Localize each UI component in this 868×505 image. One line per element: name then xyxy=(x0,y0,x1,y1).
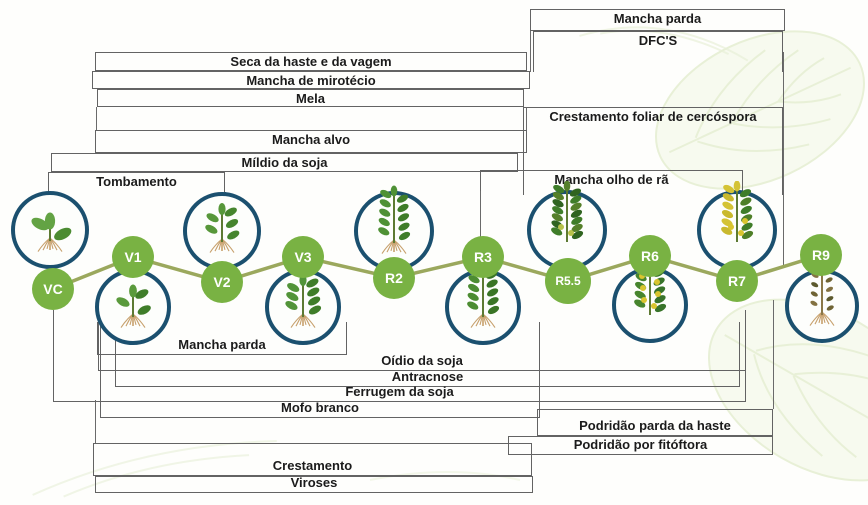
stage-badge-v2: V2 xyxy=(201,261,243,303)
disease-label-mancha-olho-ra: Mancha olho de rã xyxy=(554,172,669,187)
plant-circle-v2 xyxy=(183,192,261,270)
stage-label: R3 xyxy=(474,249,492,265)
stage-badge-r7: R7 xyxy=(716,260,758,302)
stage-label: R9 xyxy=(812,247,830,263)
disease-box-mela: Mela xyxy=(97,89,524,107)
disease-label-mofo-branco: Mofo branco xyxy=(281,400,359,415)
stage-badge-v3: V3 xyxy=(282,236,324,278)
stage-badge-vc: VC xyxy=(32,268,74,310)
disease-box-mildio-soja: Míldio da soja xyxy=(51,153,518,172)
plant-circle-r6 xyxy=(612,255,688,343)
disease-box-viroses: Viroses xyxy=(95,475,533,493)
disease-box-mancha-mirotecio: Mancha de mirotécio xyxy=(92,71,530,89)
disease-label-tombamento: Tombamento xyxy=(96,174,177,189)
disease-box-mancha-alvo: Mancha alvo xyxy=(95,130,527,153)
stage-label: R6 xyxy=(641,248,659,264)
range-connector-line xyxy=(526,107,527,130)
plant-circle-v3 xyxy=(265,269,341,345)
stage-badge-v1: V1 xyxy=(112,236,154,278)
range-connector-line xyxy=(783,52,784,268)
plant-circle-r55 xyxy=(527,180,607,270)
disease-label-dfcs: DFC'S xyxy=(638,33,678,48)
range-connector-line xyxy=(773,300,774,409)
soybean-v3-plant-icon xyxy=(272,256,334,341)
stage-badge-r9: R9 xyxy=(800,234,842,276)
soybean-flowering-plant-icon xyxy=(363,182,425,267)
stage-label: R7 xyxy=(728,273,746,289)
soybean-maturity-plant-icon xyxy=(706,180,768,266)
disease-label-mancha-parda-top: Mancha parda xyxy=(613,11,702,26)
disease-label-oidio-soja: Oídio da soja xyxy=(381,353,463,368)
disease-label-mancha-alvo: Mancha alvo xyxy=(271,132,351,147)
disease-box-podridao-fitoftora: Podridão por fitóftora xyxy=(508,436,773,455)
disease-label-mela: Mela xyxy=(296,91,325,106)
disease-box-podridao-parda-haste: Podridão parda da haste xyxy=(537,409,773,436)
range-connector-line xyxy=(96,107,97,130)
stage-label: V2 xyxy=(213,274,231,290)
plant-circle-vc xyxy=(11,191,89,269)
disease-label-mancha-parda-bottom: Mancha parda xyxy=(178,337,266,352)
plant-circle-v1 xyxy=(95,269,171,345)
disease-label-crestamento-cercospora: Crestamento foliar de cercóspora xyxy=(549,109,757,124)
plant-circle-r3 xyxy=(445,257,521,345)
disease-box-crestamento-cercospora: Crestamento foliar de cercóspora xyxy=(523,107,783,195)
disease-label-podridao-parda-haste: Podridão parda da haste xyxy=(579,418,731,433)
soybean-cotyledon-plant-icon xyxy=(19,180,81,265)
stage-badge-r55: R5.5 xyxy=(545,258,591,304)
soybean-unifoliate-plant-icon xyxy=(102,256,164,341)
stage-label: VC xyxy=(43,281,63,297)
soybean-v2-plant-icon xyxy=(191,181,253,266)
range-connector-line xyxy=(480,191,481,242)
stage-badge-r6: R6 xyxy=(629,235,671,277)
disease-label-seca-haste-vagem: Seca da haste e da vagem xyxy=(230,54,392,69)
disease-box-mancha-parda-top: Mancha parda xyxy=(530,9,785,31)
disease-label-crestamento-bottom: Crestamento xyxy=(272,458,353,473)
range-connector-line xyxy=(95,400,96,443)
stage-badge-r2: R2 xyxy=(373,257,415,299)
disease-box-dfcs: DFC'S xyxy=(533,31,783,72)
plant-circle-r7 xyxy=(697,180,777,270)
stage-label: R2 xyxy=(385,270,403,286)
stage-label: V1 xyxy=(124,249,142,265)
stage-label: R5.5 xyxy=(555,274,581,288)
disease-label-ferrugem-soja: Ferrugem da soja xyxy=(345,384,454,399)
plant-circle-r9 xyxy=(785,259,859,343)
soybean-seed-fill-plant-icon xyxy=(536,180,598,266)
disease-box-mancha-parda-bottom: Mancha parda xyxy=(97,322,347,355)
soybean-senescent-plant-icon xyxy=(791,254,853,339)
disease-label-viroses: Viroses xyxy=(290,475,338,490)
range-connector-line xyxy=(530,31,531,72)
disease-label-antracnose: Antracnose xyxy=(391,369,464,384)
stage-badge-r3: R3 xyxy=(462,236,504,278)
disease-label-podridao-fitoftora: Podridão por fitóftora xyxy=(573,437,708,452)
disease-label-mildio-soja: Míldio da soja xyxy=(241,155,328,170)
disease-box-crestamento-bottom: Crestamento xyxy=(93,443,532,476)
disease-box-ferrugem-soja: Ferrugem da soja xyxy=(53,310,746,402)
stage-label: V3 xyxy=(294,249,312,265)
disease-box-seca-haste-vagem: Seca da haste e da vagem xyxy=(95,52,527,71)
disease-label-mancha-mirotecio: Mancha de mirotécio xyxy=(246,73,376,88)
disease-box-mofo-branco: Mofo branco xyxy=(100,322,540,418)
disease-box-antracnose: Antracnose xyxy=(115,322,740,387)
